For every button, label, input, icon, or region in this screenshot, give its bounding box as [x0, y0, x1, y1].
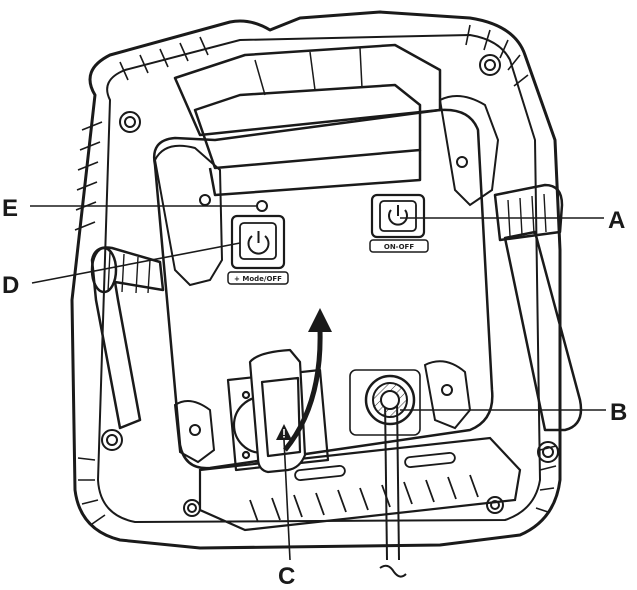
screw-top-left — [119, 111, 141, 133]
leader-c — [283, 439, 291, 561]
screw-bottom-left — [101, 429, 123, 451]
power-icon — [388, 205, 408, 226]
on-off-button[interactable]: ON-OFF — [369, 193, 429, 253]
power-cable — [379, 399, 407, 578]
on-off-button-label: ON-OFF — [384, 243, 414, 251]
callout-c: C — [278, 563, 295, 590]
indicator-led — [256, 200, 268, 212]
corner-screws — [101, 54, 559, 517]
cable-gland — [349, 369, 421, 436]
callout-d: D — [2, 272, 19, 299]
warning-triangle-icon — [276, 424, 292, 440]
leader-d — [31, 242, 241, 284]
screw-top-right — [479, 54, 501, 76]
side-brackets — [153, 95, 500, 464]
rotate-arrow-icon — [283, 308, 332, 452]
mode-button-label: + Mode/OFF — [234, 275, 282, 283]
callout-a: A — [608, 207, 625, 234]
callout-e: E — [2, 195, 18, 222]
outer-frame — [70, 10, 562, 550]
leader-lines — [30, 205, 606, 561]
power-icon — [247, 231, 270, 255]
screw-bottom-right — [537, 441, 559, 463]
callout-b: B — [610, 399, 627, 426]
left-stand — [90, 246, 165, 430]
mode-button[interactable]: + Mode/OFF — [227, 214, 289, 285]
carry-handle — [173, 43, 442, 197]
corner-ribs — [74, 24, 557, 525]
rear-housing — [152, 108, 494, 470]
